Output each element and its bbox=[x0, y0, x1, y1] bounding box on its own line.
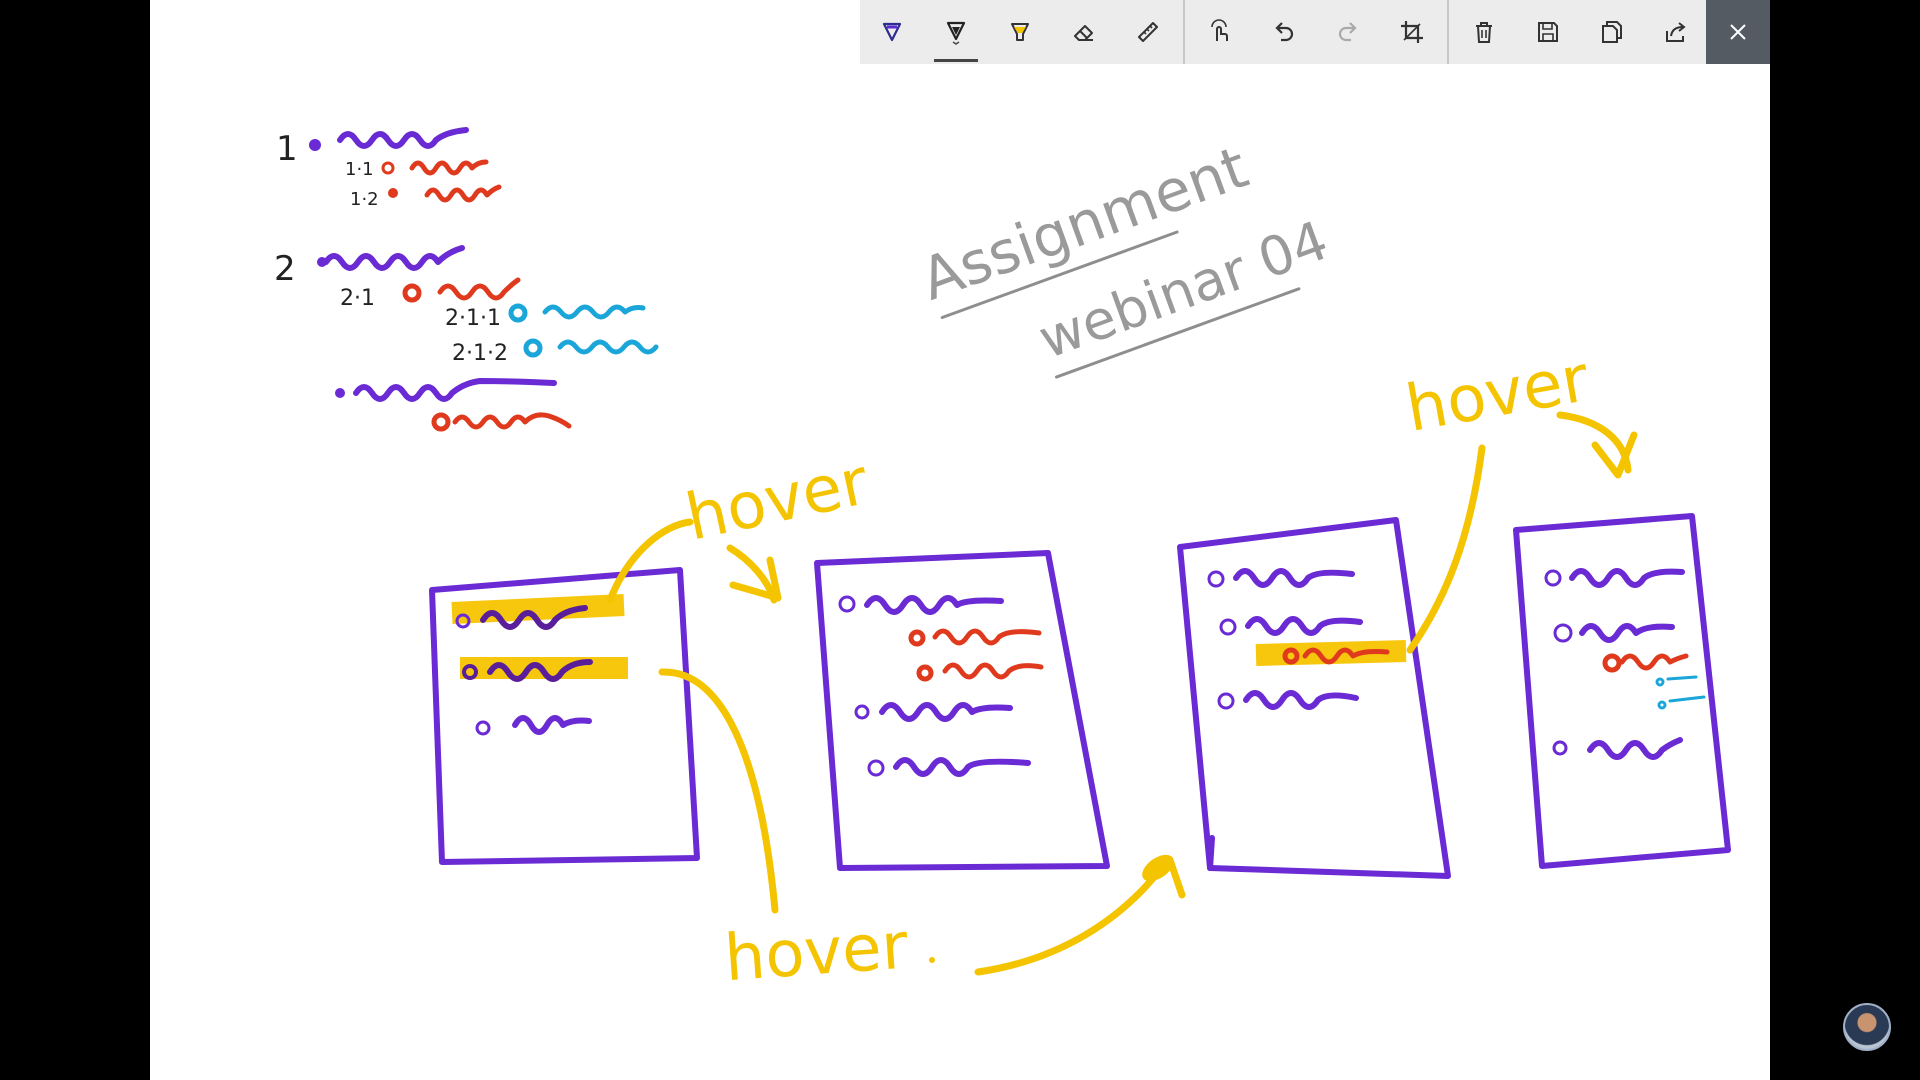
eraser-icon bbox=[1074, 25, 1093, 41]
list-label: 1 bbox=[276, 129, 298, 169]
share-icon bbox=[1666, 22, 1686, 42]
menu-sketch-1 bbox=[429, 567, 700, 865]
menu-sketch-2 bbox=[814, 550, 1110, 871]
sketch-toolbar bbox=[860, 0, 1770, 64]
undo-button[interactable] bbox=[1252, 0, 1316, 64]
toolbar-divider bbox=[1447, 0, 1449, 64]
copy-icon bbox=[1602, 21, 1622, 43]
crop-icon bbox=[1401, 21, 1423, 43]
delete-button[interactable] bbox=[1452, 0, 1516, 64]
menu-sketch-3 bbox=[1177, 517, 1451, 879]
close-icon bbox=[1730, 24, 1746, 40]
redo-icon bbox=[1338, 22, 1357, 42]
highlighter-icon bbox=[1011, 23, 1029, 41]
list-label: 2 bbox=[274, 249, 296, 289]
pencil-icon bbox=[946, 21, 966, 45]
list-label: 2·1·2 bbox=[452, 341, 508, 366]
copy-button[interactable] bbox=[1580, 0, 1644, 64]
pencil-button[interactable] bbox=[924, 0, 988, 64]
hover-label: hover bbox=[680, 445, 875, 556]
hover-label: hover bbox=[1401, 342, 1595, 447]
list-label: 2·1·1 bbox=[445, 306, 501, 331]
touch-writing-button[interactable] bbox=[1188, 0, 1252, 64]
undo-icon bbox=[1275, 22, 1294, 42]
list-label: 1·1 bbox=[345, 159, 374, 180]
touch-writing-icon bbox=[1211, 19, 1228, 41]
ballpoint-pen-icon bbox=[882, 22, 902, 42]
presenter-avatar bbox=[1843, 1003, 1891, 1051]
hover-annotations: hover hover hover bbox=[606, 342, 1638, 997]
crop-button[interactable] bbox=[1380, 0, 1444, 64]
hover-label: hover bbox=[722, 910, 911, 997]
list-label: 1·2 bbox=[350, 189, 379, 210]
ballpoint-pen-button[interactable] bbox=[860, 0, 924, 64]
ruler-icon bbox=[1138, 22, 1158, 42]
assignment-title: Assignment webinar 04 bbox=[912, 133, 1336, 379]
close-button[interactable] bbox=[1706, 0, 1770, 64]
menu-sketch-4 bbox=[1513, 513, 1731, 869]
share-button[interactable] bbox=[1644, 0, 1708, 64]
eraser-button[interactable] bbox=[1052, 0, 1116, 64]
highlighter-button[interactable] bbox=[988, 0, 1052, 64]
save-button[interactable] bbox=[1516, 0, 1580, 64]
ruler-button[interactable] bbox=[1116, 0, 1180, 64]
outline-sketch: 1 1·1 1·2 2 2·1 2·1·1 2·1·2 bbox=[274, 127, 659, 432]
bullet-purple bbox=[309, 139, 321, 151]
sketch-canvas[interactable] bbox=[150, 0, 1770, 1080]
redo-button[interactable] bbox=[1316, 0, 1380, 64]
trash-icon bbox=[1476, 22, 1492, 43]
toolbar-divider bbox=[1183, 0, 1185, 64]
list-label: 2·1 bbox=[340, 286, 375, 311]
save-icon bbox=[1538, 22, 1558, 42]
